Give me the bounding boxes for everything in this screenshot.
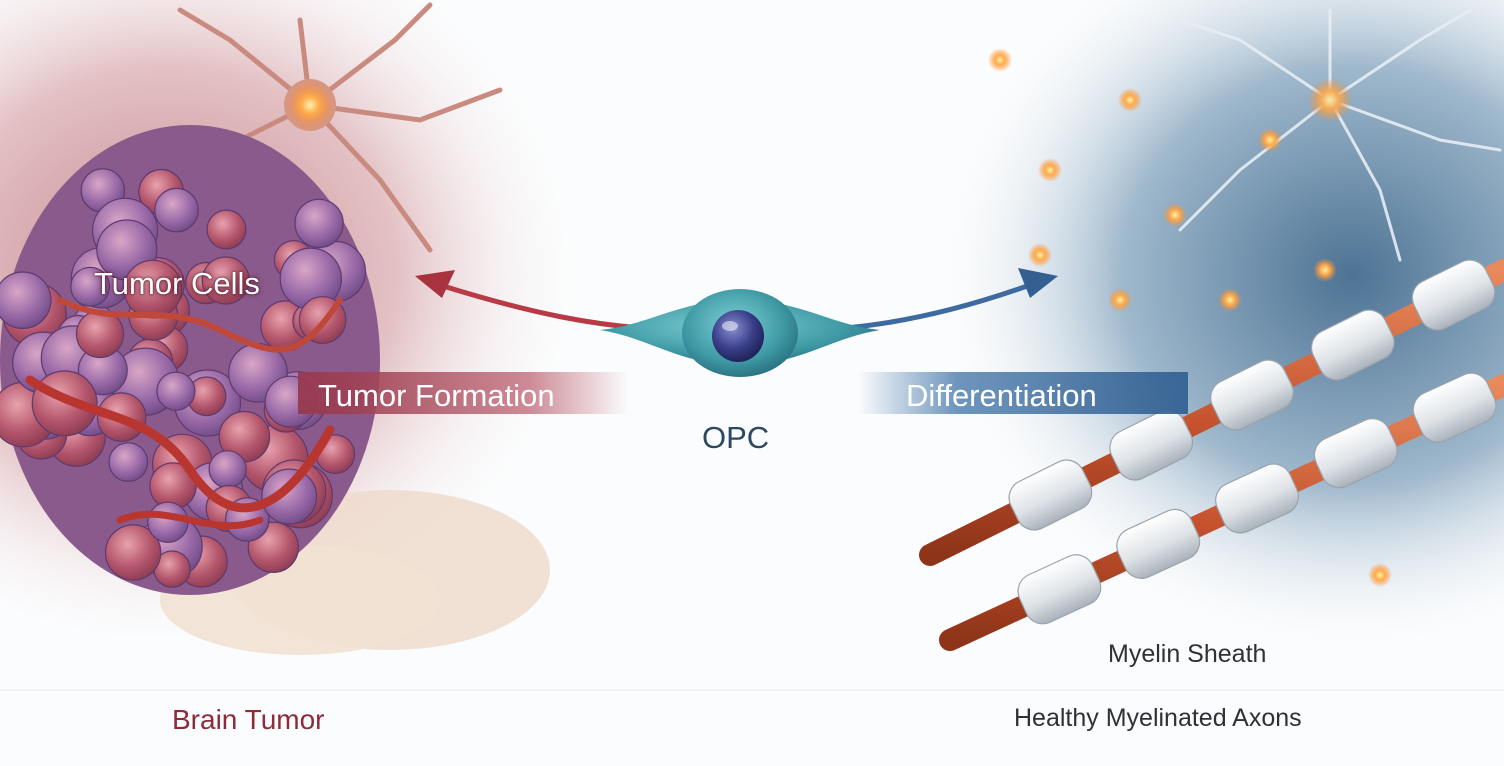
tumor-mass [0,125,550,655]
signal-glow [1108,288,1132,312]
tumor-cell-cluster [294,198,344,249]
myelin-sheath-segment [1313,418,1398,489]
tumor-formation-band [298,372,628,414]
signal-glow [1118,88,1142,112]
differentiation-band [858,372,1188,414]
signal-glow [1218,288,1242,312]
tumor-cell-cluster [261,468,318,525]
myelin-sheath-segment [1310,309,1395,381]
myelin-sheath-segment [1210,359,1294,431]
myelin-sheath-segment [1411,259,1496,331]
neuron-icon [147,2,503,253]
tumor-cells-label: Tumor Cells [94,266,260,301]
myelin-sheath-segment [1017,554,1102,625]
tumor-cell-cluster [201,256,250,305]
myelinated-axons [919,259,1504,651]
signal-glow [1258,128,1282,152]
myelin-sheath-segment [1008,459,1093,531]
tumor-cell-cluster [75,309,125,359]
opc-cell-icon [600,289,880,377]
myelin-sheath-segment [1215,463,1299,534]
myelin-sheath-segment [1412,372,1497,443]
myelin-sheath-segment [1116,508,1201,579]
tumor-cell-cluster [206,209,247,250]
myelin-sheath-segment [1109,409,1194,481]
tumor-cell-cluster [104,524,162,581]
signal-glow [1313,258,1337,282]
signal-glow [1028,243,1052,267]
healthy-neuron-icon [1178,8,1502,262]
healthy-axons-caption: Healthy Myelinated Axons [1014,704,1302,732]
tumor-cell-cluster [147,501,189,543]
opc-label: OPC [702,420,770,455]
tumor-cell-cluster [156,371,196,411]
signal-glow [1163,203,1187,227]
tumor-formation-label: Tumor Formation [318,378,555,413]
signal-glow [1038,158,1062,182]
brain-tumor-caption: Brain Tumor [172,704,325,735]
signal-glow [988,48,1012,72]
signal-glows [988,48,1392,587]
tumor-cell-cluster [154,187,199,233]
signal-glow [1368,563,1392,587]
tumor-cell-cluster [208,450,247,489]
tumor-cell-cluster [108,442,149,483]
differentiation-label: Differentiation [906,378,1097,413]
tumor-cell-cluster [70,266,111,307]
myelin-sheath-label: Myelin Sheath [1108,640,1267,668]
tumor-cell-cluster [0,271,52,329]
